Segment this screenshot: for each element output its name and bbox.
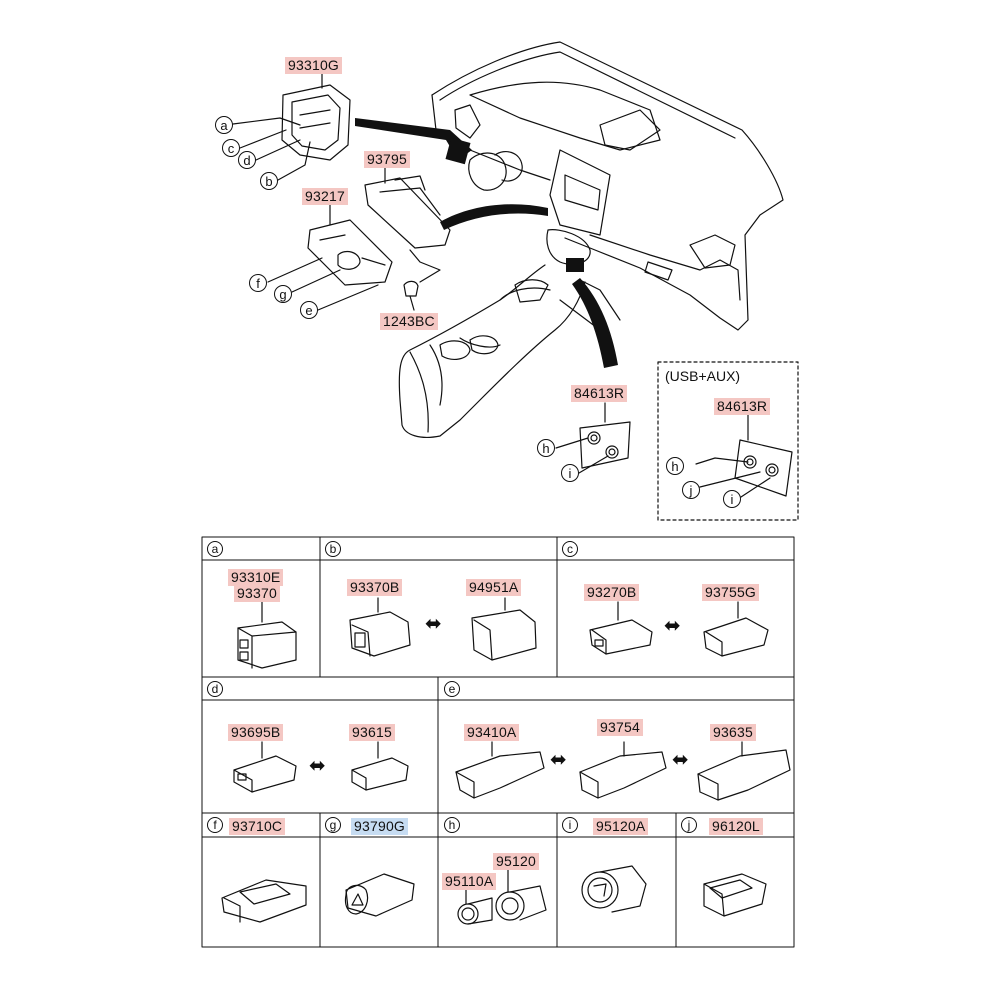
alternative-arrow-c: ⬌ — [664, 615, 681, 637]
part-c-93270B: 93270B — [584, 584, 640, 601]
callout-letter-h: h — [537, 439, 555, 457]
part-j-96120L: 96120L — [709, 818, 763, 835]
part-i-95120A: 95120A — [593, 818, 649, 835]
part-e-93410A: 93410A — [464, 724, 520, 741]
callout-letter-f: f — [249, 274, 267, 292]
jack-84613R-drawing — [555, 402, 631, 474]
callout-letter-c: c — [222, 139, 240, 157]
part-g-93790G: 93790G — [351, 818, 409, 835]
table-header-g: g — [325, 817, 341, 833]
part-c-93755G: 93755G — [702, 584, 760, 601]
callout-letter-d: d — [238, 151, 256, 169]
table-header-e: e — [444, 681, 460, 697]
alternative-arrow-b: ⬌ — [425, 613, 442, 635]
callout-letter-j-usb: j — [682, 481, 700, 499]
part-f-93710C: 93710C — [229, 818, 286, 835]
callout-letter-h-usb: h — [666, 457, 684, 475]
table-header-f: f — [207, 817, 223, 833]
part-d-93615: 93615 — [349, 724, 395, 741]
table-header-j: j — [681, 817, 697, 833]
alternative-arrow-d: ⬌ — [309, 755, 326, 777]
jack-usb-drawing — [695, 413, 793, 498]
callout-letter-g: g — [274, 285, 292, 303]
table-header-i: i — [562, 817, 578, 833]
alternative-arrow-e2: ⬌ — [672, 749, 689, 771]
part-e-93635: 93635 — [710, 724, 756, 741]
callout-93217: 93217 — [302, 188, 348, 205]
callout-letter-e: e — [300, 301, 318, 319]
bezel-93310G-drawing — [232, 69, 351, 181]
part-h-95110A: 95110A — [442, 873, 497, 890]
callout-letter-b: b — [260, 172, 278, 190]
table-header-d: d — [207, 681, 223, 697]
panel-93217-drawing — [267, 204, 419, 311]
part-h-95120: 95120 — [493, 853, 539, 870]
usb-aux-box — [657, 361, 799, 521]
part-a-93370: 93370 — [234, 585, 280, 602]
pointer-arrows — [355, 118, 618, 368]
callout-letter-i-usb: i — [723, 490, 741, 508]
part-b-94951A: 94951A — [466, 579, 522, 596]
table-header-b: b — [325, 541, 341, 557]
callout-93795: 93795 — [364, 151, 410, 168]
usb-aux-note: (USB+AUX) — [665, 368, 741, 384]
parts-table-grid — [201, 536, 795, 948]
bracket-93795-drawing — [364, 165, 451, 283]
table-header-c: c — [562, 541, 578, 557]
callout-93310G: 93310G — [285, 57, 343, 74]
part-b-93370B: 93370B — [347, 579, 403, 596]
table-part-drawings — [221, 597, 791, 925]
part-d-93695B: 93695B — [228, 724, 284, 741]
part-e-93754: 93754 — [597, 719, 643, 736]
callout-letter-a: a — [215, 116, 233, 134]
callout-84613R: 84613R — [571, 385, 628, 402]
part-a-93310E: 93310E — [228, 569, 284, 586]
callout-letter-i: i — [561, 464, 579, 482]
table-header-a: a — [207, 541, 223, 557]
alternative-arrow-e1: ⬌ — [550, 749, 567, 771]
callout-84613R-usb: 84613R — [714, 398, 771, 415]
table-header-h: h — [444, 817, 460, 833]
callout-1243BC: 1243BC — [380, 313, 438, 330]
